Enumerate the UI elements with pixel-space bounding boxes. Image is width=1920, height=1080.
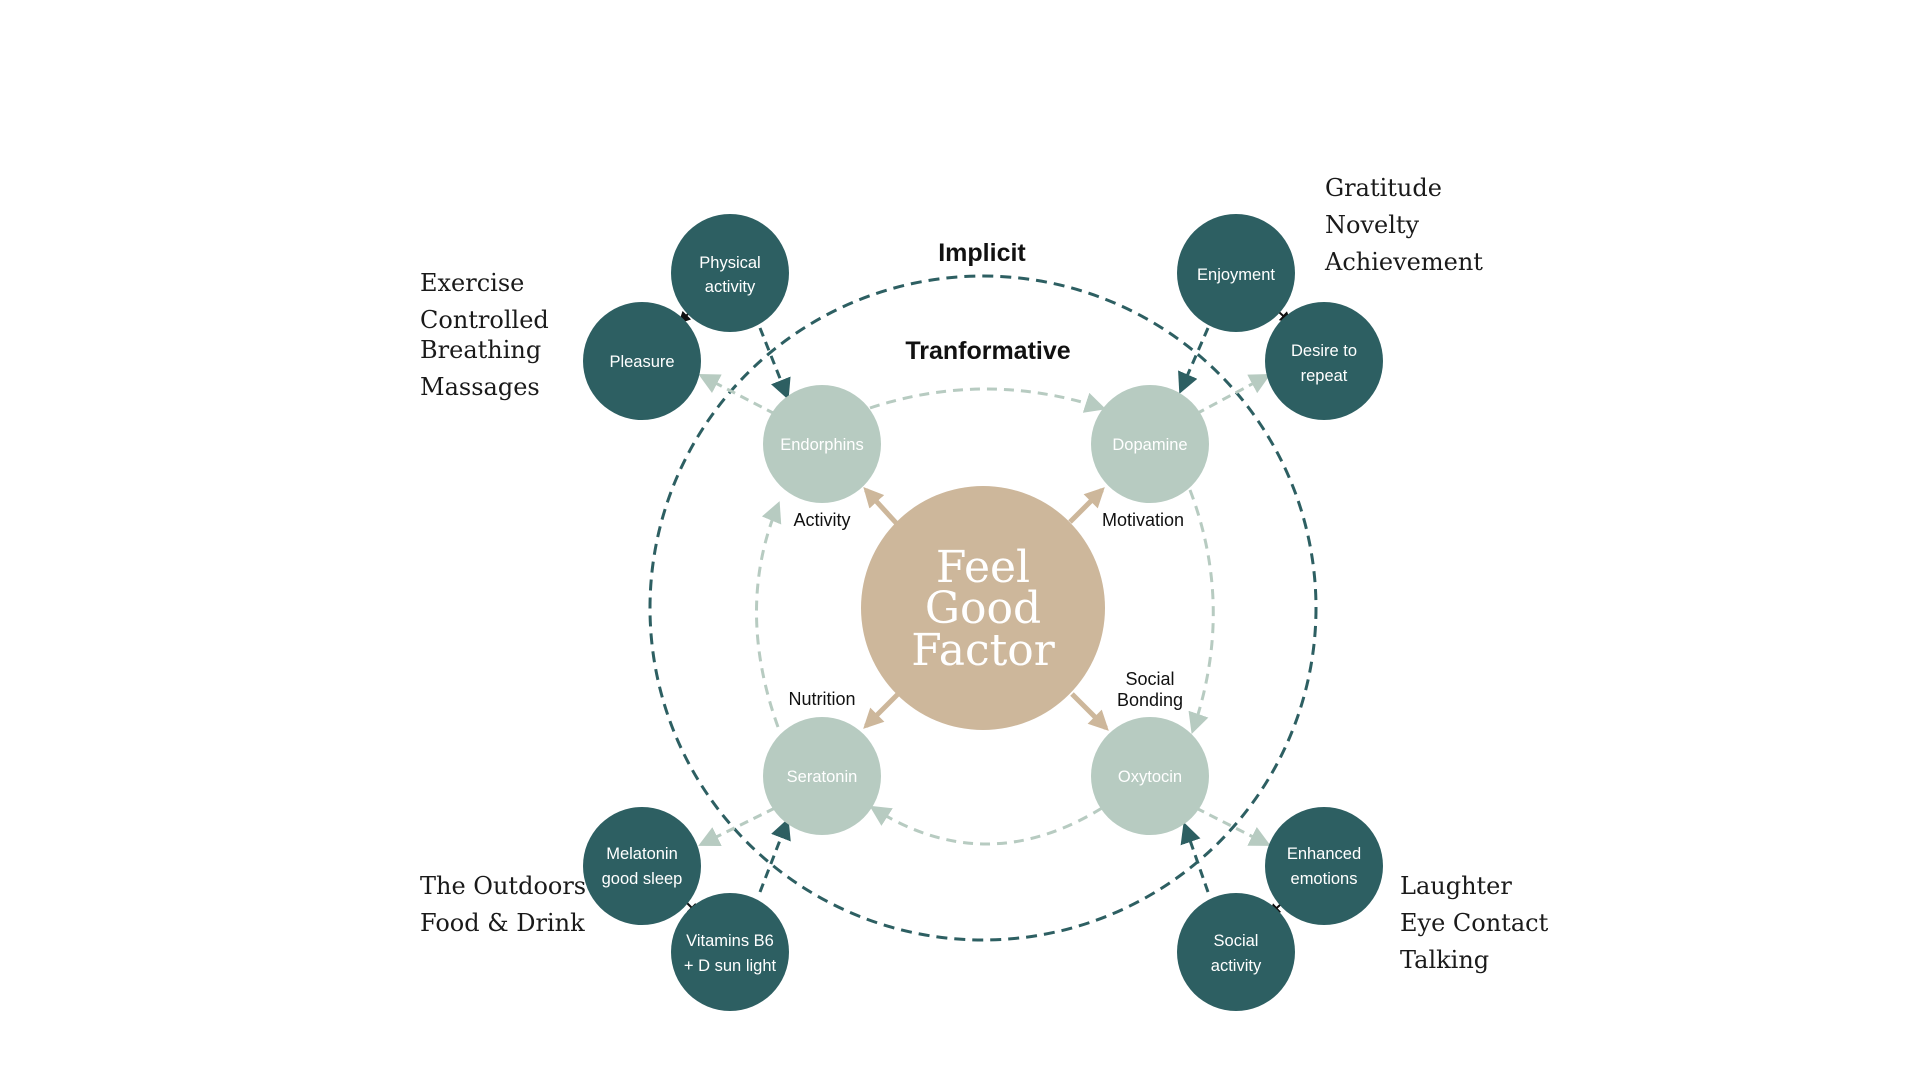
enjoyment-line-1: Enjoyment — [1197, 266, 1275, 284]
enhanced-emotions-node — [1265, 807, 1383, 925]
social-activity-node — [1177, 893, 1295, 1011]
output-arrows — [698, 374, 1271, 846]
arc-seratonin-to-endorphins — [755, 501, 782, 728]
enhanced-line-1: Enhanced — [1287, 845, 1361, 863]
seratonin-node — [763, 717, 881, 835]
social-activity-line-2: activity — [1211, 957, 1262, 975]
hub-to-dopamine — [1068, 487, 1105, 524]
physical-activity-line-1: Physical — [699, 254, 760, 272]
oxytocin-node — [1091, 717, 1209, 835]
nutrition-label: Nutrition — [788, 689, 855, 709]
list-item: Talking — [1400, 946, 1490, 974]
dopamine-node — [1091, 385, 1209, 503]
arrow-enjoyment-to-dopamine — [1178, 327, 1210, 394]
desire-node — [1265, 302, 1383, 420]
melatonin-line-2: good sleep — [602, 870, 683, 888]
enjoyment-node — [1177, 214, 1295, 332]
vitamins-line-2: + D sun light — [684, 957, 777, 975]
melatonin-node — [583, 807, 701, 925]
list-item: Exercise — [420, 269, 525, 297]
oxytocin-label: Oxytocin — [1118, 768, 1182, 786]
hub-line-1: Feel — [936, 542, 1030, 593]
endorphins-label: Endorphins — [780, 436, 863, 454]
list-item: Achievement — [1325, 248, 1483, 276]
seratonin-label: Seratonin — [787, 768, 858, 786]
transformative-label: Tranformative — [905, 337, 1070, 365]
list-item: Massages — [420, 373, 540, 401]
melatonin-line-1: Melatonin — [606, 845, 678, 863]
motivation-label: Motivation — [1102, 510, 1184, 530]
hub-to-oxytocin — [1070, 692, 1109, 731]
hub-line-2: Good — [925, 583, 1041, 634]
transformative-arcs — [755, 387, 1215, 846]
arc-oxytocin-to-seratonin — [869, 805, 1103, 846]
list-item: The Outdoors — [420, 872, 587, 900]
list-item: Breathing — [420, 336, 542, 364]
implicit-label: Implicit — [938, 239, 1026, 267]
vitamins-node — [671, 893, 789, 1011]
input-arrows — [758, 327, 1210, 893]
vitamins-line-1: Vitamins B6 — [686, 932, 774, 950]
desire-line-1: Desire to — [1291, 342, 1357, 360]
activity-label: Activity — [793, 510, 850, 530]
arrow-social-to-oxytocin — [1180, 822, 1210, 893]
arrow-vitamins-to-seratonin — [758, 818, 791, 893]
top-right-list: Gratitude Novelty Achievement — [1325, 170, 1483, 281]
hub-to-seratonin — [863, 692, 900, 729]
physical-activity-line-2: activity — [705, 278, 756, 296]
list-item: Laughter — [1400, 872, 1512, 900]
arrow-oxytocin-to-enhanced — [1195, 806, 1271, 846]
pleasure-node — [583, 302, 701, 420]
bottom-left-list: The Outdoors Food & Drink — [420, 868, 586, 942]
list-item: Gratitude — [1325, 174, 1442, 202]
arrow-seratonin-to-melatonin — [698, 806, 776, 846]
bottom-right-list: Laughter Eye Contact Talking — [1400, 868, 1548, 979]
physical-activity-node — [671, 214, 789, 332]
hub-arrows — [863, 487, 1109, 731]
hub-to-endorphins — [863, 487, 900, 527]
list-item: Food & Drink — [420, 909, 585, 937]
enhanced-line-2: emotions — [1291, 870, 1358, 888]
arrow-dopamine-to-desire — [1195, 374, 1271, 416]
social-bonding-label-1: Social — [1125, 669, 1174, 689]
arrow-physical-to-endorphins — [758, 327, 791, 400]
list-item: Controlled — [420, 306, 549, 334]
implicit-ring — [648, 274, 1318, 942]
arrow-endorphins-to-pleasure — [698, 374, 776, 416]
arc-endorphins-to-dopamine — [869, 387, 1106, 413]
feel-good-hub — [861, 486, 1105, 730]
pleasure-line-1: Pleasure — [609, 353, 674, 371]
dopamine-label: Dopamine — [1112, 436, 1187, 454]
arc-dopamine-to-oxytocin — [1188, 489, 1215, 734]
endorphins-node — [763, 385, 881, 503]
social-activity-line-1: Social — [1214, 932, 1259, 950]
desire-line-2: repeat — [1301, 367, 1348, 385]
list-item: Novelty — [1325, 211, 1420, 239]
list-item: Eye Contact — [1400, 909, 1549, 937]
top-left-list: Exercise Controlled Breathing Massages — [420, 265, 549, 406]
hub-line-3: Factor — [911, 625, 1056, 676]
social-bonding-label-2: Bonding — [1117, 690, 1183, 710]
